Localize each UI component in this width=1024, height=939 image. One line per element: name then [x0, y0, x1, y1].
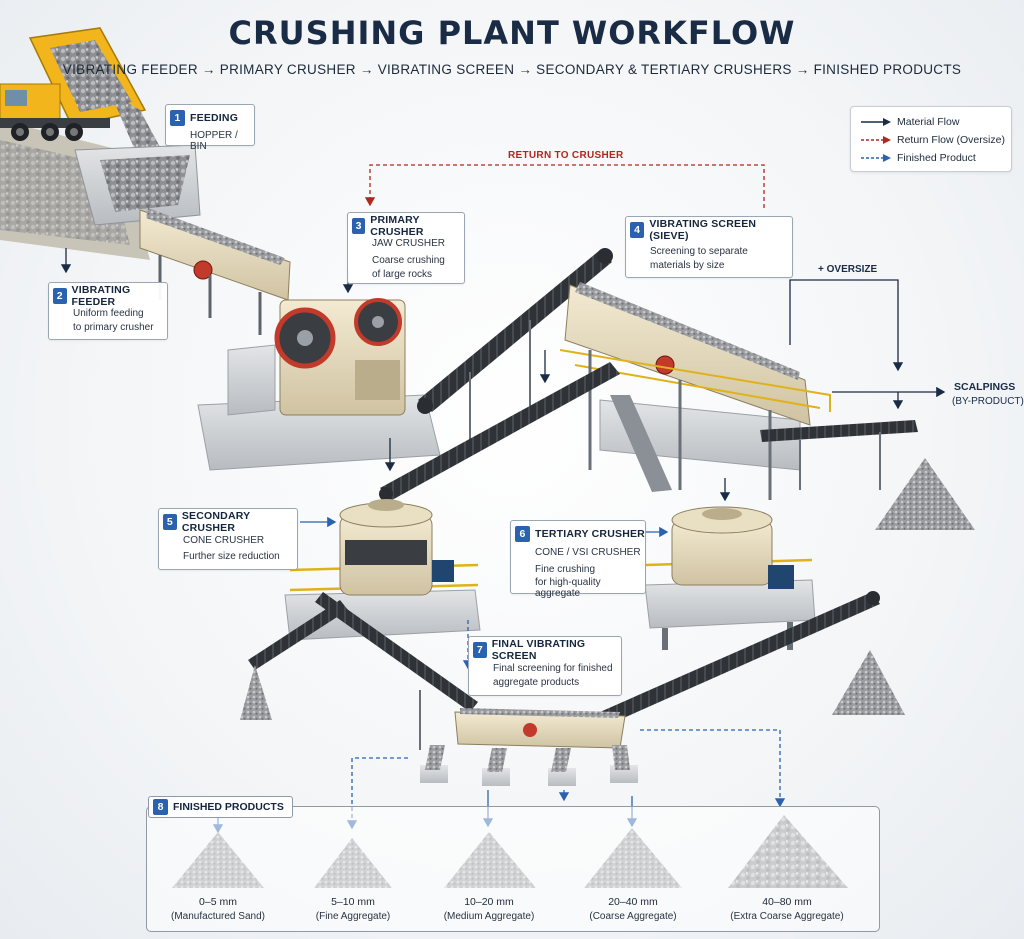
left-conveyor — [240, 600, 348, 720]
scalpings-label: SCALPINGS — [954, 381, 1016, 393]
product-size: 5–10 mm — [331, 896, 375, 908]
product-size: 40–80 mm — [762, 896, 812, 908]
finished-products-header: 8 FINISHED PRODUCTS — [148, 796, 293, 818]
product-name: (Fine Aggregate) — [315, 911, 391, 922]
step-number-badge: 5 — [163, 514, 177, 530]
vibrating-feeder — [139, 208, 291, 335]
product-size: 10–20 mm — [464, 896, 514, 908]
step-number-badge: 4 — [630, 222, 645, 238]
step-detail: to primary crusher — [73, 322, 154, 333]
step-number-badge: 1 — [170, 110, 185, 126]
tertiary-crusher — [644, 506, 816, 650]
step-title: FEEDING — [190, 112, 239, 124]
right-conveyor — [600, 591, 880, 724]
page-title: CRUSHING PLANT WORKFLOW — [228, 14, 796, 52]
product-name: (Extra Coarse Aggregate) — [730, 911, 844, 922]
step-detail: Final screening for finished — [493, 663, 613, 674]
legend-finished-product: Finished Product — [851, 149, 1011, 167]
step-detail: HOPPER / BIN — [190, 130, 238, 152]
product-name: (Medium Aggregate) — [443, 911, 535, 922]
step-detail: Screening to separate — [650, 246, 748, 257]
step-title: PRIMARY CRUSHER — [370, 214, 424, 238]
feed-hopper — [74, 144, 201, 226]
finished-products-panel — [146, 806, 880, 932]
step-title: TERTIARY CRUSHER — [535, 528, 645, 540]
step-title: VIBRATING SCREEN (SIEVE) — [649, 218, 757, 242]
step-number-badge: 3 — [352, 218, 366, 234]
legend-label: Return Flow (Oversize) — [897, 134, 1005, 146]
step-1-feeding-callout: 1 FEEDING HOPPER / BIN — [165, 104, 255, 152]
finished-products-title: FINISHED PRODUCTS — [173, 801, 284, 813]
dashed-blue-arrow-icon — [861, 154, 891, 162]
material-flow-arrows — [60, 248, 946, 502]
legend-return-flow: Return Flow (Oversize) — [851, 131, 1011, 149]
vibrating-screen — [559, 282, 831, 500]
step-detail: Fine crushing — [535, 564, 596, 575]
page-subtitle: VIBRATING FEEDER → PRIMARY CRUSHER → VIB… — [62, 62, 962, 77]
conveyor-to-final — [315, 592, 478, 750]
step-title: FINAL VIBRATING SCREEN — [491, 638, 586, 662]
step-detail: CONE / VSI CRUSHER — [535, 547, 641, 558]
secondary-cone-crusher — [284, 499, 481, 641]
step-detail: aggregate products — [493, 677, 580, 688]
product-name: (Manufactured Sand) — [171, 911, 265, 922]
solid-arrow-icon — [861, 118, 891, 126]
step-detail: Coarse crushing — [372, 255, 445, 266]
final-vibrating-screen — [420, 708, 638, 786]
legend-label: Material Flow — [897, 116, 960, 128]
step-number-badge: 7 — [473, 642, 487, 658]
step-number-badge: 8 — [153, 799, 168, 815]
jaw-crusher — [197, 298, 441, 471]
scalpings-conveyor — [760, 420, 918, 490]
product-name: (Coarse Aggregate) — [589, 911, 677, 922]
dashed-red-arrow-icon — [861, 136, 891, 144]
conveyor-primary — [417, 248, 613, 440]
scalpings-pile — [875, 458, 975, 530]
step-number-badge: 6 — [515, 526, 530, 542]
return-to-crusher-label: RETURN TO CRUSHER — [508, 150, 624, 161]
return-flow-arrows — [364, 164, 765, 208]
step-detail: for high-quality aggregate — [535, 577, 601, 599]
step-title: SECONDARY CRUSHER — [181, 510, 251, 534]
step-detail: of large rocks — [372, 269, 433, 280]
step-number-badge: 2 — [53, 288, 67, 304]
legend-label: Finished Product — [897, 152, 976, 164]
step-detail: CONE CRUSHER — [183, 535, 265, 546]
step-title: VIBRATING FEEDER — [71, 284, 131, 308]
step-detail: JAW CRUSHER — [372, 238, 445, 249]
product-size: 20–40 mm — [608, 896, 658, 908]
step-6-tertiary-crusher-callout: 6 TERTIARY CRUSHER CONE / VSI CRUSHER Fin… — [510, 520, 646, 599]
step-detail: materials by size — [650, 260, 725, 271]
product-size: 0–5 mm — [199, 896, 237, 908]
scalpings-sublabel: (BY-PRODUCT) — [952, 396, 1024, 407]
legend: Material Flow Return Flow (Oversize) Fin… — [850, 106, 1012, 172]
legend-material-flow: Material Flow — [851, 113, 1011, 131]
right-pile — [832, 650, 905, 715]
step-detail: Uniform feeding — [73, 308, 144, 319]
conveyor-to-secondary — [379, 362, 620, 501]
oversize-label: + OVERSIZE — [818, 264, 878, 275]
step-detail: Further size reduction — [183, 551, 280, 562]
